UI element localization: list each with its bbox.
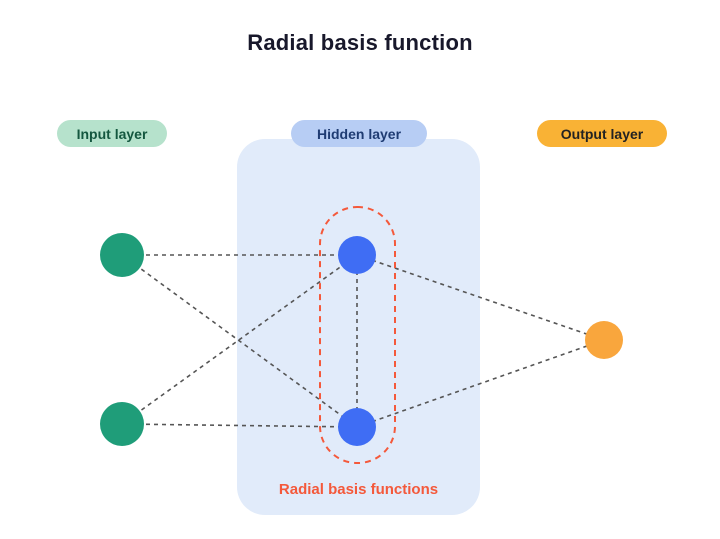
hidden-layer-badge: Hidden layer xyxy=(291,120,427,147)
hidden-node-group xyxy=(338,236,376,446)
input-layer-badge: Input layer xyxy=(57,120,167,147)
output-node-1 xyxy=(585,321,623,359)
rbf-annotation: Radial basis functions xyxy=(278,481,439,498)
page-title: Radial basis function xyxy=(247,30,473,55)
edge-input2-hidden1 xyxy=(121,254,358,425)
hidden-layer-panel xyxy=(237,139,480,515)
input-node-1 xyxy=(100,233,144,277)
edge-input1-hidden2 xyxy=(121,254,358,428)
input-node-group xyxy=(100,233,144,446)
hidden-node-2 xyxy=(338,408,376,446)
output-layer-badge: Output layer xyxy=(537,120,667,147)
edge-hidden2-output xyxy=(356,339,605,428)
rbf-outline xyxy=(319,206,396,464)
edge-hidden1-output xyxy=(356,254,605,341)
input-node-2 xyxy=(100,402,144,446)
hidden-node-1 xyxy=(338,236,376,274)
edge-group xyxy=(121,254,605,428)
edge-input2-hidden2 xyxy=(121,423,358,428)
